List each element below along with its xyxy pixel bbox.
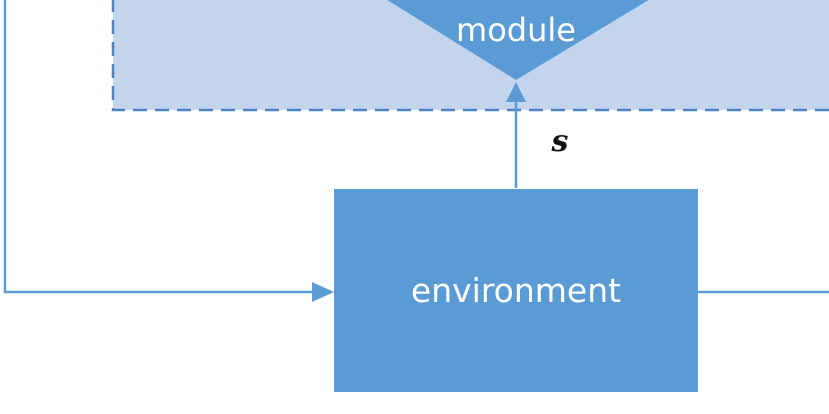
environment-box: [334, 189, 698, 392]
left-feedback-arrowhead: [312, 282, 334, 302]
state-symbol-label: s: [551, 124, 569, 159]
module-label: module: [456, 11, 576, 49]
environment-label: environment: [410, 271, 622, 310]
left-feedback-connector: [3, 0, 318, 294]
module-shape: [387, 0, 649, 80]
state-arrowhead: [506, 82, 526, 102]
